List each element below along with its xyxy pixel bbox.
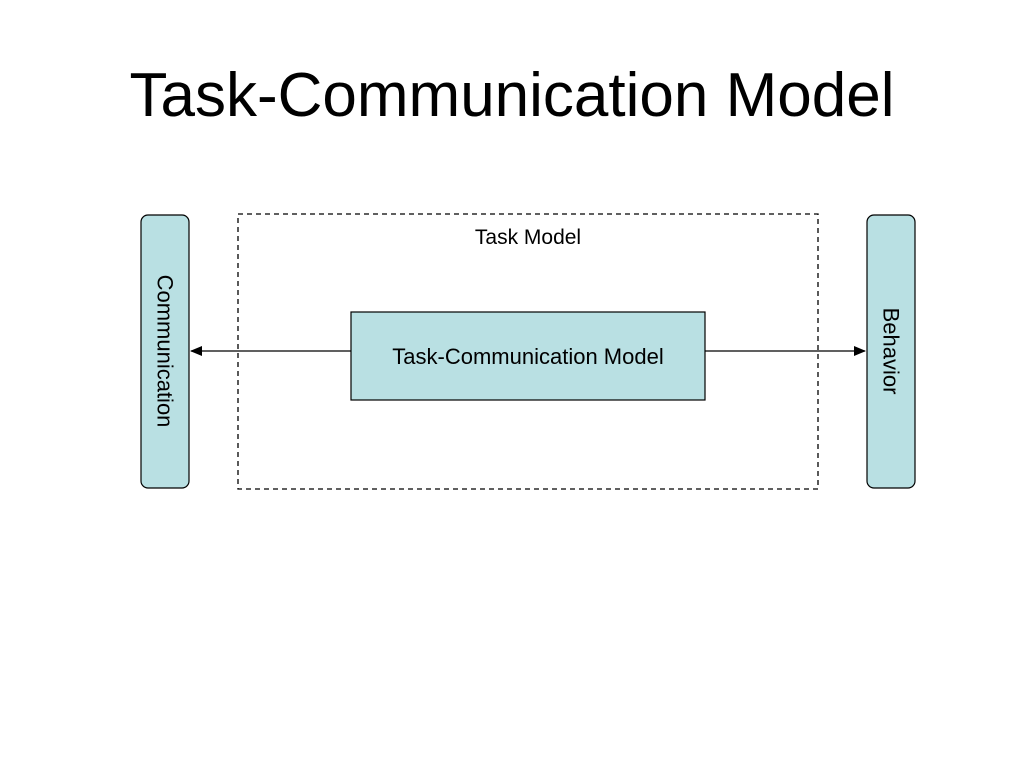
task-model-label: Task Model — [475, 226, 581, 249]
slide-title: Task-Communication Model — [129, 61, 895, 130]
task-communication-model-box — [350, 311, 706, 401]
task-model-container — [237, 213, 819, 490]
behavior-label: Behavior — [879, 308, 904, 395]
behavior-box — [866, 214, 916, 489]
communication-box — [140, 214, 190, 489]
task-communication-model-label: Task-Communication Model — [392, 344, 663, 369]
communication-label: Communication — [153, 275, 178, 428]
